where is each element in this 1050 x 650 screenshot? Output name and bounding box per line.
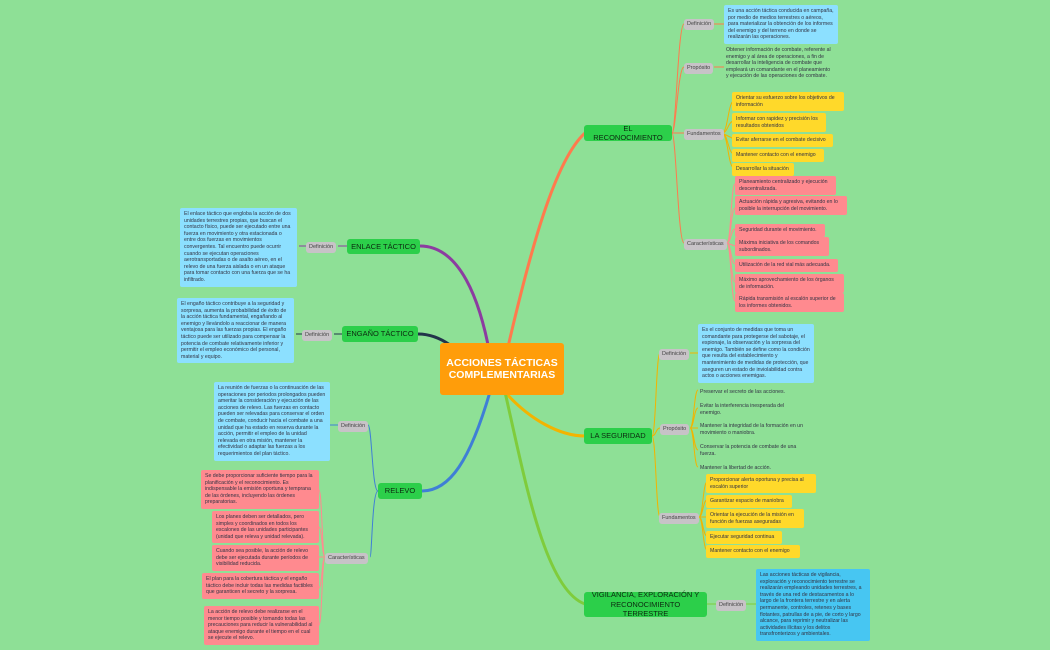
relevo-definicion-label[interactable]: Definición <box>338 421 369 432</box>
reconocimiento-fundamentos-label[interactable]: Fundamentos <box>684 129 724 140</box>
seguridad-definicion-text: Es el conjunto de medidas que toma un co… <box>698 324 814 383</box>
topic-relevo[interactable]: RELEVO <box>378 483 422 499</box>
engano-definicion-text: El engaño táctico contribuye a la seguri… <box>177 298 294 364</box>
seguridad-fundamento-item: Ejecutar seguridad continua <box>706 531 782 544</box>
reconocimiento-caracteristica-item: Rápida transmisión al escalón superior d… <box>735 293 844 313</box>
seguridad-proposito-item: Conservar la potencia de combate de una … <box>700 444 797 457</box>
reconocimiento-caracteristica-item: Utilización de la red vial más adecuada. <box>735 259 838 272</box>
relevo-caracteristica-item: Los planes deben ser detallados, pero si… <box>212 511 319 544</box>
reconocimiento-caracteristica-item: Máxima iniciativa de los comandos subord… <box>735 237 829 257</box>
relevo-caracteristicas-label[interactable]: Características <box>325 553 368 564</box>
reconocimiento-fundamento-item: Informar con rapidez y precisión los res… <box>732 113 826 133</box>
relevo-caracteristica-item: Se debe proporcionar suficiente tiempo p… <box>201 470 319 509</box>
seguridad-fundamentos-label[interactable]: Fundamentos <box>659 513 699 524</box>
topic-vigilancia[interactable]: VIGILANCIA, EXPLORACIÓN Y RECONOCIMIENTO… <box>584 590 707 618</box>
seguridad-proposito-item: Mantener la libertad de acción. <box>700 465 771 471</box>
central-topic[interactable]: ACCIONES TÁCTICAS COMPLEMENTARIAS <box>440 343 564 395</box>
relevo-caracteristica-item: Cuando sea posible, la acción de relevo … <box>212 545 319 571</box>
reconocimiento-proposito-text: Obtener información de combate, referent… <box>726 47 831 80</box>
enlace-definicion-text: El enlace táctico que engloba la acción … <box>180 208 297 287</box>
seguridad-fundamento-item: Garantizar espacio de maniobra <box>706 495 792 508</box>
engano-definicion-label[interactable]: Definición <box>302 330 333 341</box>
reconocimiento-proposito-label[interactable]: Propósito <box>684 63 714 74</box>
topic-seguridad[interactable]: LA SEGURIDAD <box>584 428 652 444</box>
reconocimiento-caracteristica-item: Máximo aprovechamiento de los órganos de… <box>735 274 844 294</box>
reconocimiento-definicion-label[interactable]: Definición <box>684 19 715 30</box>
topic-engano[interactable]: ENGAÑO TÁCTICO <box>342 326 418 342</box>
reconocimiento-fundamento-item: Evitar aferrarse en el combate decisivo <box>732 134 833 147</box>
topic-reconocimiento[interactable]: EL RECONOCIMIENTO <box>584 124 672 142</box>
seguridad-fundamento-item: Mantener contacto con el enemigo <box>706 545 800 558</box>
seguridad-proposito-item: Preservar el secreto de las acciones. <box>700 389 786 395</box>
relevo-caracteristica-item: El plan para la cobertura táctica y el e… <box>202 573 319 599</box>
seguridad-proposito-label[interactable]: Propósito <box>660 424 690 435</box>
topic-enlace[interactable]: ENLACE TÁCTICO <box>347 239 420 254</box>
relevo-caracteristica-item: La acción de relevo debe realizarse en e… <box>204 606 319 645</box>
reconocimiento-caracteristica-item: Planeamiento centralizado y ejecución de… <box>735 176 836 196</box>
reconocimiento-fundamento-item: Desarrollar la situación <box>732 163 794 176</box>
vigilancia-definicion-label[interactable]: Definición <box>716 600 747 611</box>
seguridad-fundamento-item: Orientar la ejecución de la misión en fu… <box>706 509 804 529</box>
seguridad-definicion-label[interactable]: Definición <box>659 349 690 360</box>
seguridad-proposito-item: Mantener la integridad de la formación e… <box>700 423 803 436</box>
seguridad-fundamento-item: Proporcionar alerta oportuna y precisa a… <box>706 474 816 494</box>
reconocimiento-caracteristicas-label[interactable]: Características <box>684 239 727 250</box>
seguridad-proposito-item: Evitar la interferencia inesperada del e… <box>700 403 785 416</box>
relevo-definicion-text: La reunión de fuerzas o la continuación … <box>214 382 330 461</box>
reconocimiento-caracteristica-item: Actuación rápida y agresiva, evitando en… <box>735 196 847 216</box>
enlace-definicion-label[interactable]: Definición <box>306 242 337 253</box>
reconocimiento-fundamento-item: Orientar su esfuerzo sobre los objetivos… <box>732 92 844 112</box>
reconocimiento-caracteristica-item: Seguridad durante el movimiento. <box>735 224 825 237</box>
reconocimiento-definicion-text: Es una acción táctica conducida en campa… <box>724 5 838 44</box>
vigilancia-definicion-text: Las acciones tácticas de vigilancia, exp… <box>756 569 870 641</box>
reconocimiento-fundamento-item: Mantener contacto con el enemigo <box>732 149 824 162</box>
